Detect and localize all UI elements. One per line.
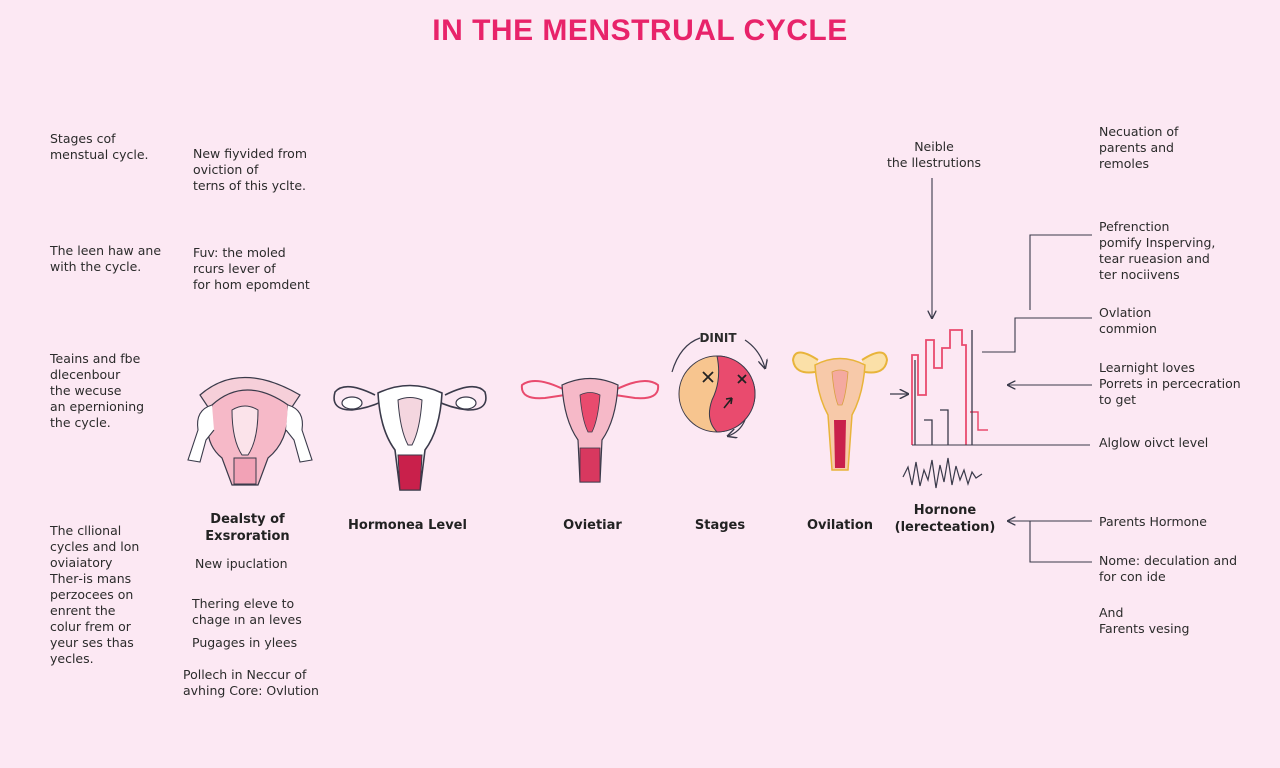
uterus-ovietiar-icon	[520, 377, 660, 483]
col2-note-ipuclation: New ipuclation	[195, 556, 288, 571]
right-note-learnight: Learnight loves Porrets in percecration …	[1099, 360, 1241, 407]
right-note-ovlation: Ovlation commion	[1099, 305, 1157, 336]
stage-label-ovilation: Ovilation	[806, 518, 874, 533]
left-note-clional: The cllional cycles and lon oviaiatory T…	[50, 523, 140, 666]
uterus-exploration-icon	[187, 377, 313, 486]
page-title: IN THE MENSTRUAL CYCLE	[432, 14, 848, 47]
uterus-hormone-level-icon	[333, 384, 487, 491]
left-note-stages: Stages cof menstual cycle.	[50, 131, 149, 162]
right-note-nome: Nome: deculation and for con ide	[1099, 553, 1238, 584]
col2-note-new: New fiyvided from oviction of terns of t…	[193, 146, 308, 193]
right-note-parents-hormone: Parents Hormone	[1099, 514, 1207, 529]
stage-label-stages: Stages	[694, 518, 746, 533]
right-note-pefrenction: Pefrenction pomify Insperving, tear ruea…	[1099, 219, 1216, 282]
right-note-alglow: Alglow oivct level	[1099, 435, 1209, 450]
stage-label-hormone-detection: Hornone (lerecteation)	[894, 503, 996, 535]
uterus-ovilation-icon	[791, 351, 889, 471]
col2-note-thering: Thering eleve to chage ın an leves	[192, 596, 302, 627]
left-note-cycle: The leen haw ane with the cycle.	[50, 243, 162, 274]
right-note-necuation: Necuation of parents and remoles	[1099, 124, 1179, 171]
connector-lines	[932, 178, 1092, 563]
stage-label-hormone-level: Hormonea Level	[348, 518, 467, 533]
stage-label-ovietiar: Ovietiar	[563, 518, 622, 533]
right-note-and: And Farents vesing	[1099, 605, 1190, 636]
pie-label: DINIT	[699, 331, 737, 345]
stages-pie-icon	[671, 337, 765, 436]
stage-label-exploration: Dealsty of Exsroration	[205, 512, 290, 544]
col2-note-pugages: Pugages in ylees	[192, 635, 298, 650]
chart-top-note: Neible the llestrutions	[886, 139, 982, 170]
col2-note-fuv: Fuv: the moled rcurs lever of for hom ep…	[193, 245, 310, 292]
hormone-step-chart	[902, 329, 1090, 489]
left-note-teains: Teains and fbe dlecenbour the wecuse an …	[50, 351, 145, 430]
col2-note-pollech: Pollech in Neccur of avhing Core: Ovluti…	[183, 667, 319, 698]
